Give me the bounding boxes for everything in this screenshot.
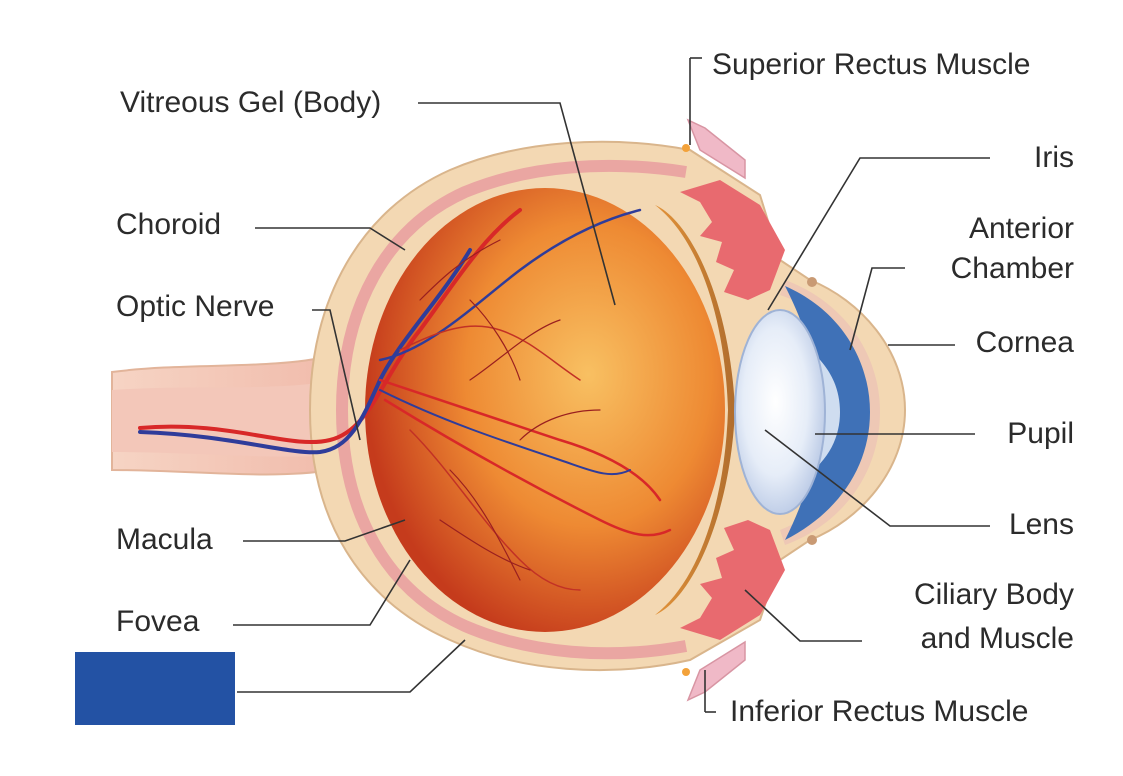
label-fovea: Fovea [116,605,200,638]
label-pupil: Pupil [1007,417,1074,450]
label-iris: Iris [1034,141,1074,174]
label-optic-nerve: Optic Nerve [116,290,275,323]
label-inferior-rectus-muscle: Inferior Rectus Muscle [730,695,1029,728]
label-lens: Lens [1008,508,1074,541]
label-anterior-chamber-line2: Chamber [950,252,1074,285]
label-vitreous-gel: Vitreous Gel (Body) [120,86,382,119]
blood-vessels [138,208,672,591]
label-macula: Macula [116,523,213,556]
rectus-muscles [682,118,746,702]
masked-label-box [75,652,235,725]
label-superior-rectus-muscle: Superior Rectus Muscle [712,48,1031,81]
lens-shape [734,309,826,515]
cornea-shape [780,277,880,545]
label-anterior-chamber-line1: Anterior [968,212,1074,245]
ciliary-body-shape [680,180,785,640]
label-cornea: Cornea [975,326,1074,359]
label-ciliary-body-line1: Ciliary Body [913,578,1074,611]
label-ciliary-body-line2: and Muscle [920,622,1074,655]
eyeball-shape [365,188,735,632]
label-choroid: Choroid [116,208,222,241]
leader-lines [233,57,990,713]
